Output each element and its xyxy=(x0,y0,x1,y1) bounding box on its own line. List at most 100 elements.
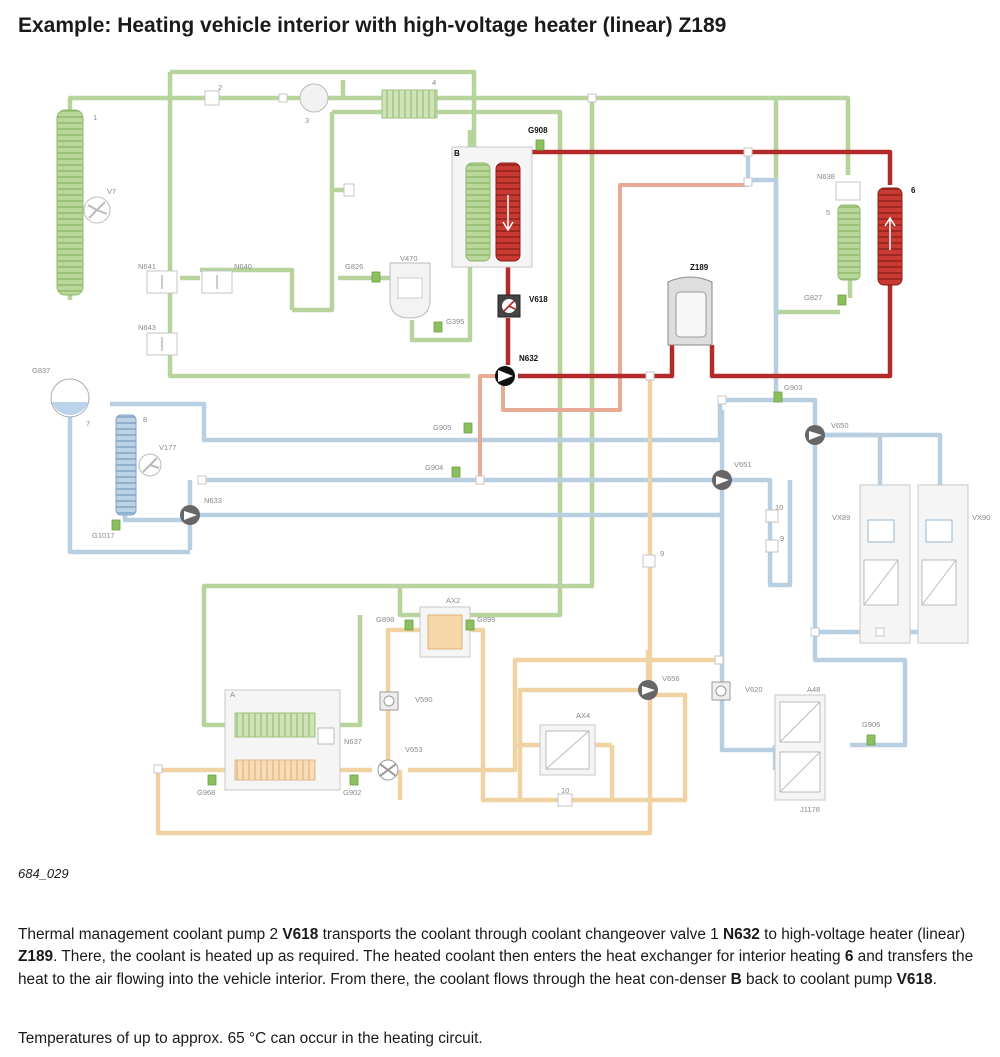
high-voltage-heater-z189 xyxy=(667,276,713,346)
body-text-4: . There, the coolant is heated up as req… xyxy=(53,948,845,966)
component-ax2 xyxy=(419,606,471,658)
label-2: 2 xyxy=(218,83,222,92)
valve-v656-icon xyxy=(638,680,658,700)
label-v653: V653 xyxy=(405,745,423,754)
component-4 xyxy=(381,89,438,119)
fan-v7-icon xyxy=(83,196,111,224)
figure-id: 684_029 xyxy=(18,866,69,881)
body-text-6: back to coolant pump xyxy=(741,970,897,988)
page-title: Example: Heating vehicle interior with h… xyxy=(18,14,727,37)
check-valve-9b xyxy=(765,539,779,553)
component-ax4 xyxy=(539,724,596,776)
component-5 xyxy=(837,204,861,281)
label-j1178: J1178 xyxy=(800,805,820,814)
temperature-sensors xyxy=(111,139,876,786)
body-text-5: and transfers the heat to the air flowin… xyxy=(18,948,974,988)
label-g898: G898 xyxy=(376,615,394,624)
label-10: 10 xyxy=(775,503,783,512)
body-paragraph: Thermal management coolant pump 2 V618 t… xyxy=(18,924,983,991)
body-bold-6: 6 xyxy=(844,948,854,966)
body-text-3: to high-voltage heater (linear) xyxy=(759,926,966,943)
valve-n638 xyxy=(835,181,861,201)
pump-v590-icon xyxy=(379,691,399,711)
green-coolant-lines xyxy=(67,69,853,728)
label-10b: 10 xyxy=(561,786,569,795)
label-n633: N633 xyxy=(204,496,222,505)
label-a: A xyxy=(230,690,235,699)
label-n641: N641 xyxy=(138,262,156,271)
cooler-8 xyxy=(115,414,137,516)
label-ax2: AX2 xyxy=(446,596,460,605)
label-3: 3 xyxy=(305,116,309,125)
label-b: B xyxy=(454,149,460,158)
valve-n632-icon xyxy=(495,366,515,386)
module-vx89 xyxy=(859,484,911,644)
pump-v620-icon xyxy=(711,681,731,701)
junction-nodes xyxy=(153,93,885,774)
label-9b: 9 xyxy=(780,534,784,543)
label-n632: N632 xyxy=(519,354,539,363)
label-v650: V650 xyxy=(831,421,849,430)
label-g905: G905 xyxy=(433,423,451,432)
label-v470: V470 xyxy=(400,254,418,263)
label-g899: G899 xyxy=(477,615,495,624)
label-g906: G906 xyxy=(862,720,880,729)
valve-n633-icon xyxy=(180,505,200,525)
label-n643: N643 xyxy=(138,323,156,332)
check-valve-10 xyxy=(765,509,779,523)
label-vx89: VX89 xyxy=(832,513,850,522)
label-4: 4 xyxy=(432,78,436,87)
body-bold-b: B xyxy=(730,970,742,988)
label-v590: V590 xyxy=(415,695,433,704)
label-g903: G903 xyxy=(784,383,802,392)
heating-circuit-lines xyxy=(505,149,893,379)
label-1: 1 xyxy=(93,113,97,122)
pump-3 xyxy=(299,83,329,113)
body-bold-z189: Z189 xyxy=(18,948,54,966)
label-g908: G908 xyxy=(528,126,548,135)
label-z189: Z189 xyxy=(690,263,709,272)
pump-v470 xyxy=(389,262,431,319)
label-g968: G968 xyxy=(197,788,215,797)
valve-v650-icon xyxy=(805,425,825,445)
radiator-1 xyxy=(56,109,84,296)
component-a48 xyxy=(774,694,826,801)
label-v177: V177 xyxy=(159,443,177,452)
heat-exchanger-a xyxy=(224,689,341,791)
label-n638: N638 xyxy=(817,172,835,181)
body-bold-v618-2: V618 xyxy=(896,970,933,988)
valve-v653-icon xyxy=(377,759,399,781)
label-vx90: VX90 xyxy=(972,513,990,522)
pump-v618-icon xyxy=(497,294,521,318)
label-n640: N640 xyxy=(234,262,252,271)
valve-2 xyxy=(204,90,220,106)
label-g902: G902 xyxy=(343,788,361,797)
valve-v651-icon xyxy=(712,470,732,490)
temp-sender xyxy=(343,183,355,197)
diagram-labels: 1 2 3 4 5 6 7 8 9 9 10 10 A B V7 V177 V4… xyxy=(32,78,990,814)
label-g1017: G1017 xyxy=(92,531,115,540)
module-vx90 xyxy=(917,484,969,644)
label-a48: A48 xyxy=(807,685,820,694)
fan-v177-icon xyxy=(138,453,162,477)
body-bold-v618: V618 xyxy=(282,926,319,943)
label-g395: G395 xyxy=(446,317,464,326)
body-text-7: . xyxy=(932,970,937,988)
label-v620: V620 xyxy=(745,685,763,694)
label-v618: V618 xyxy=(529,295,548,304)
check-valve-10b xyxy=(557,793,573,807)
body-text-2: transports the coolant through coolant c… xyxy=(318,926,724,943)
label-g904: G904 xyxy=(425,463,443,472)
check-valve-9 xyxy=(642,554,656,568)
orange-coolant-lines xyxy=(155,376,720,836)
label-ax4: AX4 xyxy=(576,711,590,720)
label-g827: G827 xyxy=(804,293,822,302)
label-8: 8 xyxy=(143,415,147,424)
heat-condenser-b xyxy=(451,146,533,268)
label-5: 5 xyxy=(826,208,830,217)
label-n637: N637 xyxy=(344,737,362,746)
heat-exchanger-6 xyxy=(877,187,903,286)
body-text-1: Thermal management coolant pump 2 xyxy=(18,926,283,943)
temperature-note: Temperatures of up to approx. 65 °C can … xyxy=(18,1030,483,1047)
label-7: 7 xyxy=(86,419,90,428)
